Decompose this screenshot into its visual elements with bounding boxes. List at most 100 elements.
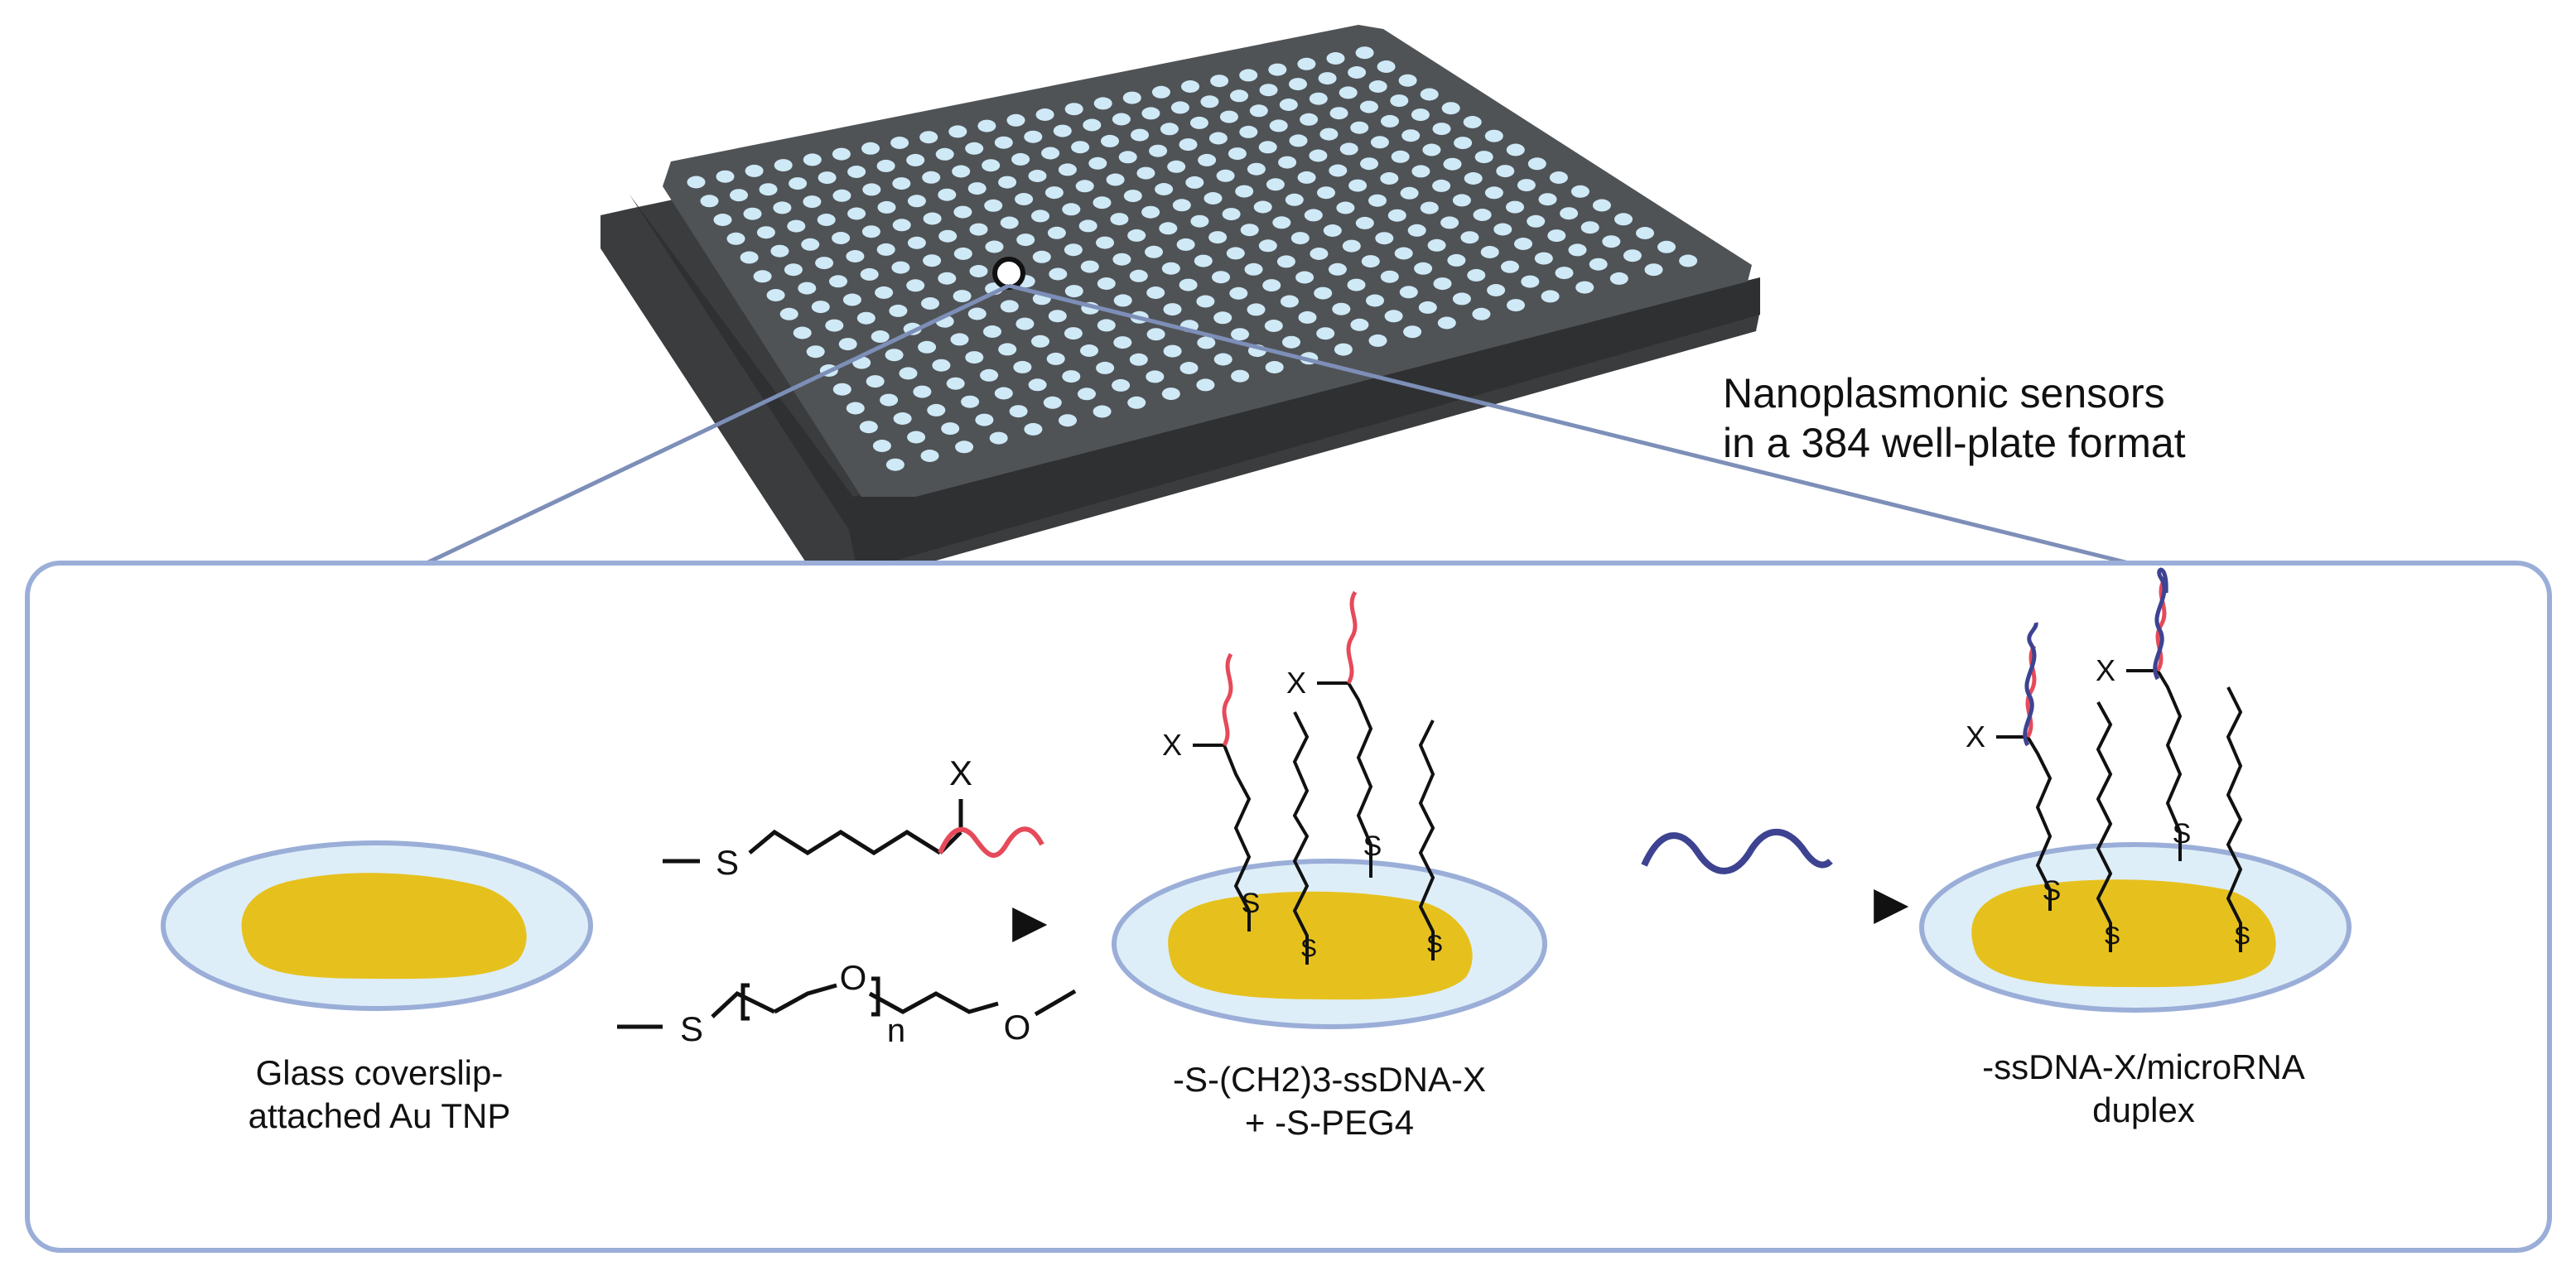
plate-well bbox=[779, 307, 798, 320]
plate-well bbox=[985, 240, 1004, 253]
plate-well bbox=[1334, 343, 1353, 356]
plate-well bbox=[1328, 262, 1347, 276]
plate-well bbox=[1146, 328, 1165, 341]
plate-well bbox=[1049, 267, 1068, 281]
ligand2-s-atom: S bbox=[1363, 830, 1382, 862]
plate-well bbox=[927, 403, 946, 416]
plate-well bbox=[1196, 295, 1215, 308]
plate-well bbox=[1304, 209, 1323, 222]
plate-well bbox=[1167, 160, 1186, 173]
microrna-bound-1 bbox=[2023, 622, 2038, 747]
plate-well bbox=[1247, 303, 1266, 316]
plate-well bbox=[1432, 179, 1451, 192]
plate-well bbox=[952, 165, 971, 178]
peg-s-atom: S bbox=[680, 1009, 703, 1048]
plate-well bbox=[906, 279, 925, 292]
plate-well bbox=[1527, 157, 1546, 171]
plate-well bbox=[1258, 141, 1277, 154]
plate-well bbox=[1309, 149, 1328, 162]
ssdna-ligand2-duplex bbox=[2155, 578, 2167, 672]
plate-well bbox=[1096, 236, 1114, 249]
plate-well bbox=[1454, 137, 1473, 150]
plate-well bbox=[815, 257, 834, 270]
plate-well bbox=[759, 183, 778, 196]
plate-well bbox=[1480, 246, 1499, 258]
plate-well bbox=[980, 368, 999, 382]
plate-well bbox=[876, 243, 895, 256]
plate-well bbox=[1229, 286, 1248, 300]
stage-functionalized: S X S X S S -S-(CH2)3-ssDNA-X + -S-PEG4 bbox=[1112, 590, 1547, 1142]
plate-well bbox=[1310, 248, 1329, 260]
plate-well bbox=[1384, 310, 1403, 323]
label-x-reagent: X bbox=[949, 753, 972, 792]
plate-well bbox=[1239, 69, 1258, 82]
plate-well bbox=[1235, 185, 1254, 198]
plate-well bbox=[1141, 205, 1160, 219]
plate-well bbox=[1064, 243, 1083, 257]
plate-well bbox=[1208, 231, 1228, 244]
plate-well bbox=[892, 177, 911, 190]
ligand1-x-label: X bbox=[1162, 728, 1182, 762]
plate-well bbox=[1161, 388, 1180, 401]
plate-well bbox=[1113, 294, 1132, 307]
plate-well bbox=[1131, 128, 1149, 142]
plate-well bbox=[872, 440, 891, 452]
stage-functionalized-label-line2: + -S-PEG4 bbox=[1245, 1103, 1414, 1142]
surface-ligands: S X S X S S bbox=[1162, 590, 1443, 965]
plate-well bbox=[1253, 200, 1272, 214]
well-plate bbox=[601, 25, 1760, 584]
plate-well bbox=[1244, 262, 1263, 276]
gold-nanoparticle bbox=[241, 873, 527, 980]
plate-well bbox=[1507, 299, 1525, 312]
plate-well bbox=[969, 265, 988, 277]
plate-well bbox=[982, 159, 1001, 172]
plate-well bbox=[1179, 138, 1198, 152]
plate-well bbox=[1580, 221, 1599, 234]
plate-well bbox=[1047, 226, 1066, 239]
plate-well bbox=[1123, 190, 1142, 203]
plate-well bbox=[716, 170, 735, 183]
plate-well bbox=[1614, 213, 1633, 226]
plate-well bbox=[1420, 201, 1439, 214]
plate-well bbox=[1145, 245, 1163, 258]
plate-well bbox=[1062, 203, 1081, 216]
plate-well bbox=[793, 326, 812, 339]
plate-well bbox=[829, 275, 847, 288]
plate-well bbox=[1298, 311, 1317, 324]
plate-well bbox=[1361, 255, 1380, 268]
plate-well bbox=[1170, 101, 1189, 114]
plate-well bbox=[891, 261, 910, 274]
plate-well bbox=[921, 297, 939, 310]
plate-well bbox=[1487, 284, 1506, 296]
plate-well bbox=[832, 189, 851, 202]
plate-well bbox=[1342, 239, 1361, 253]
plate-well bbox=[1210, 75, 1229, 88]
plate-well bbox=[1101, 134, 1119, 147]
plate-well bbox=[1048, 310, 1067, 323]
plate-well bbox=[918, 340, 937, 354]
plate-well bbox=[846, 402, 865, 415]
plate-well bbox=[1368, 80, 1387, 93]
plate-well bbox=[1080, 344, 1098, 357]
plate-well bbox=[1204, 192, 1223, 205]
stage-duplex: S X S X S S -ssDNA-X/microRNA duplex bbox=[1919, 567, 2352, 1129]
plate-well bbox=[1208, 132, 1228, 145]
plate-well bbox=[1538, 193, 1557, 206]
peg-o-atom: O bbox=[840, 958, 867, 997]
plate-well bbox=[1602, 235, 1621, 248]
plate-well bbox=[1422, 143, 1441, 156]
plate-well bbox=[1636, 227, 1654, 239]
plate-well bbox=[1339, 142, 1358, 156]
plate-caption-line2: in a 384 well-plate format bbox=[1723, 420, 2186, 466]
plate-well bbox=[803, 195, 822, 209]
plate-well bbox=[1527, 214, 1546, 228]
plate-well bbox=[965, 142, 984, 155]
reagent-thiol-peg: S O n O bbox=[617, 958, 1077, 1049]
plate-well bbox=[846, 250, 865, 262]
plate-well bbox=[932, 359, 951, 372]
plate-well bbox=[1110, 213, 1129, 226]
plate-well bbox=[1289, 134, 1308, 147]
microrna-bound-2 bbox=[2153, 567, 2168, 681]
plate-well bbox=[994, 136, 1013, 149]
